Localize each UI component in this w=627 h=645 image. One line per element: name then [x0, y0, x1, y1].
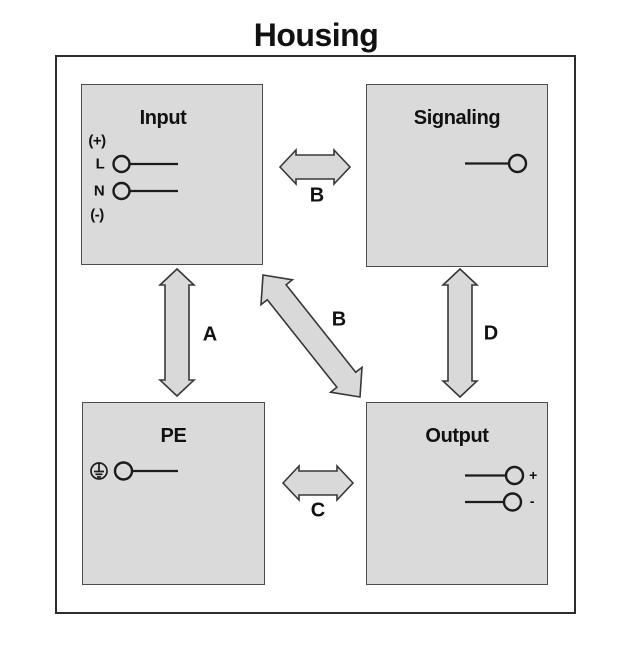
double-arrow-b-horizontal-icon [278, 147, 352, 187]
signaling-terminal-icon [465, 153, 528, 174]
double-arrow-a-icon [157, 267, 197, 398]
input-block-label: Input [139, 107, 187, 129]
double-arrow-c-icon [281, 463, 355, 503]
double-arrow-b-diagonal-icon [260, 274, 363, 398]
input-line-label: L [95, 155, 105, 173]
output-block: Output [366, 402, 548, 585]
arrow-b-diagonal-label: B [331, 308, 347, 331]
output-minus-label: - [529, 493, 535, 509]
pe-terminal-icon [113, 461, 178, 481]
output-terminal-minus-icon [465, 492, 523, 512]
input-plus-label: (+) [88, 132, 106, 150]
input-block: Input [81, 84, 263, 265]
pe-block-label: PE [160, 425, 187, 447]
double-arrow-d-icon [440, 267, 480, 399]
output-terminal-plus-icon [465, 465, 525, 486]
arrow-a-label: A [202, 323, 218, 346]
input-terminal-l-icon [112, 154, 178, 174]
input-neutral-label: N [93, 182, 105, 200]
arrow-b-horizontal-label: B [309, 184, 325, 207]
pe-block: PE [82, 402, 265, 585]
arrow-d-label: D [483, 322, 499, 345]
output-block-label: Output [425, 425, 489, 447]
arrow-c-label: C [310, 499, 326, 522]
input-terminal-n-icon [112, 181, 178, 201]
output-plus-label: + [529, 467, 537, 483]
diagram-title: Housing [253, 17, 379, 53]
signaling-block-label: Signaling [413, 107, 501, 129]
earth-ground-icon [90, 462, 108, 480]
signaling-block: Signaling [366, 84, 548, 267]
input-minus-label: (-) [90, 206, 104, 224]
